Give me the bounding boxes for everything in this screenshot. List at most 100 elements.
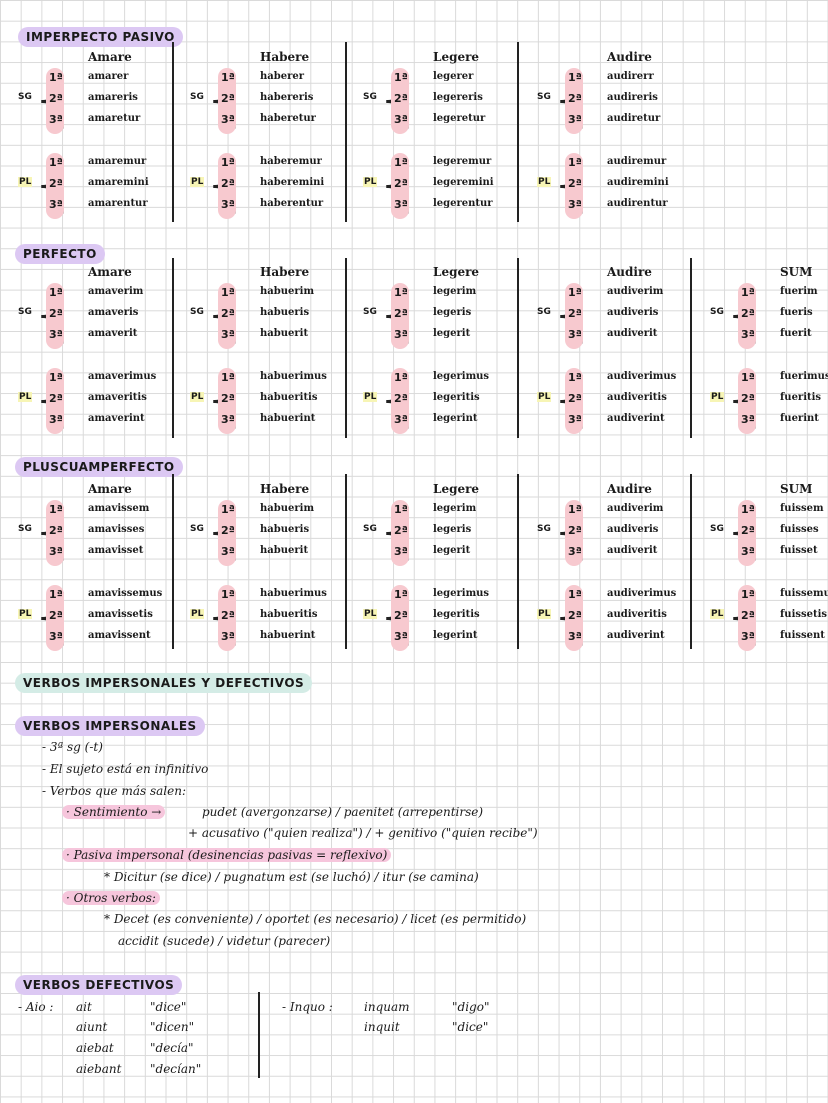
person-number: 3ª: [394, 328, 408, 341]
person-number: 1ª: [568, 371, 582, 384]
verb-form: audiveris: [607, 524, 659, 535]
verb-form: amaremur: [88, 156, 147, 167]
person-highlight: [391, 153, 409, 219]
verb-form: habueritis: [260, 609, 318, 620]
note-line: · Otros verbos:: [62, 891, 160, 905]
verb-form: legeris: [433, 524, 472, 535]
person-number: 2ª: [568, 392, 582, 405]
person-number: 3ª: [568, 328, 582, 341]
person-number: 3ª: [221, 328, 235, 341]
verb-form: legerint: [433, 413, 478, 424]
person-highlight: [391, 368, 409, 434]
person-number: 3ª: [568, 413, 582, 426]
defectivos-header: VERBOS DEFECTIVOS: [15, 975, 183, 995]
verb-form: amaretur: [88, 113, 141, 124]
person-number: 3ª: [49, 328, 63, 341]
verb-form: fuissetis: [780, 609, 828, 620]
person-number: 2ª: [49, 524, 63, 537]
sg-label: SG: [710, 524, 724, 534]
verb-form: fuissent: [780, 630, 825, 641]
verb-form: audiremini: [607, 177, 669, 188]
conjugation-column: LegereSG{1ªlegerim2ªlegeris3ªlegeritPL{1…: [363, 265, 513, 459]
verb-title: Amare: [88, 265, 132, 279]
person-number: 3ª: [568, 545, 582, 558]
verb-form: habueritis: [260, 392, 318, 403]
person-highlight: [218, 500, 236, 566]
conjugation-column: AudireSG{1ªaudirerr2ªaudireris3ªaudiretu…: [537, 50, 687, 244]
verb-title: Habere: [260, 482, 310, 496]
column-divider: [345, 258, 347, 438]
verb-form: amaverim: [88, 286, 144, 297]
person-number: 3ª: [741, 630, 755, 643]
verb-form: habuerit: [260, 328, 309, 339]
pl-label: PL: [190, 177, 205, 187]
verb-title: Legere: [433, 482, 480, 496]
person-number: 1ª: [568, 503, 582, 516]
person-highlight: [218, 283, 236, 349]
conjugation-column: LegereSG{1ªlegerer2ªlegereris3ªlegeretur…: [363, 50, 513, 244]
verb-title: Amare: [88, 50, 132, 64]
verb-form: amaverint: [88, 413, 145, 424]
person-number: 3ª: [394, 630, 408, 643]
verb-form: haberemur: [260, 156, 322, 167]
impersonales-header: VERBOS IMPERSONALES: [15, 716, 205, 736]
person-number: 3ª: [568, 113, 582, 126]
verb-form: legerit: [433, 545, 471, 556]
verb-form: audiverit: [607, 545, 658, 556]
person-highlight: [218, 368, 236, 434]
verb-form: habueris: [260, 307, 310, 318]
person-number: 1ª: [49, 588, 63, 601]
conjugation-column: AmareSG{1ªamavissem2ªamavisses3ªamavisse…: [18, 482, 168, 676]
verb-form: audiverim: [607, 503, 664, 514]
sg-label: SG: [363, 92, 377, 102]
verb-form: fuissemus: [780, 588, 828, 599]
person-number: 1ª: [49, 71, 63, 84]
person-number: 2ª: [221, 92, 235, 105]
verb-form: fuerim: [780, 286, 818, 297]
note-line: · Pasiva impersonal (desinencias pasivas…: [62, 848, 392, 862]
pl-label: PL: [537, 392, 552, 402]
verb-form: audiveritis: [607, 609, 667, 620]
person-number: 2ª: [394, 307, 408, 320]
sg-label: SG: [537, 92, 551, 102]
verb-form: haberemini: [260, 177, 325, 188]
verb-form: audirerr: [607, 71, 654, 82]
aio-meaning: "decían": [150, 1062, 202, 1076]
person-number: 3ª: [741, 413, 755, 426]
verb-form: legerentur: [433, 198, 493, 209]
person-number: 1ª: [568, 286, 582, 299]
person-number: 2ª: [221, 609, 235, 622]
person-highlight: [565, 368, 583, 434]
verb-title: Amare: [88, 482, 132, 496]
note-line: - 3ª sg (-t): [42, 740, 103, 754]
note-line: pudet (avergonzarse) / paenitet (arrepen…: [202, 805, 484, 819]
person-number: 2ª: [568, 92, 582, 105]
person-number: 1ª: [221, 588, 235, 601]
column-divider: [345, 42, 347, 222]
column-divider: [517, 42, 519, 222]
verb-title: Legere: [433, 265, 480, 279]
inquo-meaning: "digo": [452, 1000, 490, 1014]
verb-title: Habere: [260, 265, 310, 279]
pl-label: PL: [18, 177, 33, 187]
person-number: 3ª: [741, 328, 755, 341]
conjugation-column: AmareSG{1ªamaverim2ªamaveris3ªamaveritPL…: [18, 265, 168, 459]
column-divider: [690, 258, 692, 438]
person-number: 2ª: [394, 524, 408, 537]
pl-label: PL: [18, 392, 33, 402]
verb-form: haberetur: [260, 113, 316, 124]
verb-form: fuerint: [780, 413, 819, 424]
person-number: 3ª: [394, 113, 408, 126]
note-line: - El sujeto está en infinitivo: [42, 762, 209, 776]
verb-form: audiretur: [607, 113, 661, 124]
verb-form: fueritis: [780, 392, 822, 403]
verb-form: amaremini: [88, 177, 149, 188]
person-number: 1ª: [394, 156, 408, 169]
verb-form: legeremur: [433, 156, 492, 167]
